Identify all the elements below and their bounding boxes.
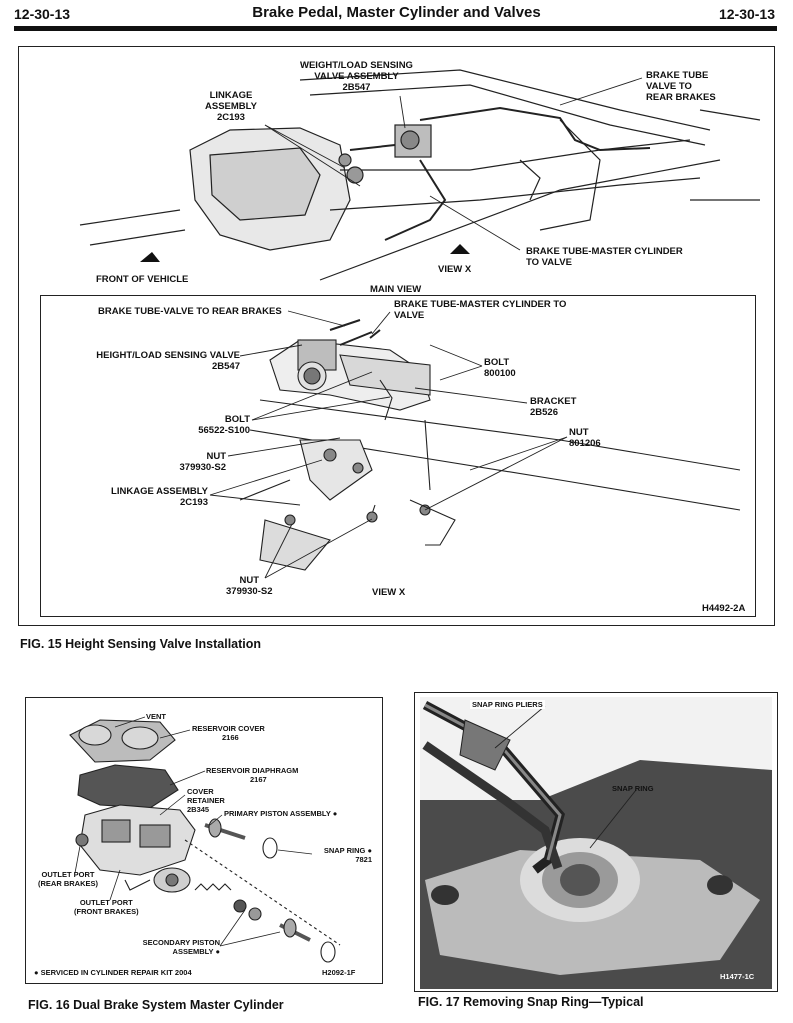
label-line: (FRONT BRAKES) [74,907,139,916]
label-cover-retainer: COVER RETAINER 2B345 [187,787,225,814]
label-line: HEIGHT/LOAD SENSING VALVE [96,350,240,361]
label-line: RETAINER [187,796,225,805]
label-brake-tube-rear-main: BRAKE TUBE VALVE TO REAR BRAKES [646,70,716,103]
label-bolt-800100: BOLT 800100 [484,357,516,379]
label-line: VALVE TO [646,81,692,92]
label-line: 2B345 [187,805,210,814]
label-line: BRAKE TUBE-MASTER CYLINDER [526,246,683,257]
fig16-frame [25,697,383,984]
fig15-view-x-frame [40,295,756,617]
label-line: OUTLET PORT [79,898,133,907]
fig17-photo [420,697,772,989]
label-line: SNAP RING ● [323,846,372,855]
label-brake-tube-rear-viewx: BRAKE TUBE-VALVE TO REAR BRAKES [98,306,282,317]
label-line: ASSEMBLY [205,101,257,112]
label-linkage-viewx: LINKAGE ASSEMBLY 2C193 [100,486,208,508]
label-line: NUT [239,575,259,586]
label-secondary-piston: SECONDARY PISTON ASSEMBLY ● [110,938,220,956]
label-reservoir-diaphragm: RESERVOIR DIAPHRAGM 2167 [206,766,298,784]
view-x-leaders [209,310,568,579]
label-linkage-main: LINKAGE ASSEMBLY 2C193 [205,90,257,123]
label-outlet-rear: OUTLET PORT (REAR BRAKES) [38,870,98,888]
label-line: LINKAGE ASSEMBLY [111,486,208,497]
label-brake-tube-master-viewx: BRAKE TUBE-MASTER CYLINDER TO VALVE [394,299,566,321]
page-number-left: 12-30-13 [14,6,71,22]
label-outlet-front: OUTLET PORT (FRONT BRAKES) [74,898,139,916]
label-snap-ring-fig16: SNAP RING ● 7821 [300,846,372,864]
label-line: 2C193 [180,497,208,508]
label-line: 56522-S100 [198,425,250,436]
label-weight-sensing-valve: WEIGHT/LOAD SENSING VALVE ASSEMBLY 2B547 [300,60,413,93]
label-line: 2166 [222,733,239,742]
label-line: ASSEMBLY ● [172,947,220,956]
label-line: WEIGHT/LOAD SENSING [300,60,413,71]
label-view-x-main: VIEW X [438,264,472,275]
label-bracket: BRACKET 2B526 [530,396,576,418]
label-line: NUT [206,451,226,462]
label-line: 2C193 [216,112,245,123]
label-line: REAR BRAKES [646,92,716,103]
fig15-caption: FIG. 15 Height Sensing Valve Installatio… [20,637,262,651]
label-line: LINKAGE [209,90,253,101]
label-line: 2167 [250,775,267,784]
label-line: NUT [569,427,589,438]
fig17-code: H1477-1C [720,972,755,981]
fig16-drawing [69,719,341,963]
label-line: 801206 [569,438,601,449]
label-line: (REAR BRAKES) [38,879,98,888]
label-line: 2B547 [212,361,240,372]
main-view-leaders [264,77,643,251]
label-snap-ring-pliers: SNAP RING PLIERS [470,700,545,709]
fig16-leaders [74,716,313,947]
main-view-title: MAIN VIEW [370,284,422,295]
label-line: OUTLET PORT [41,870,95,879]
label-line: BOLT [484,357,510,368]
page-number-right: 12-30-13 [718,6,775,22]
label-vent: VENT [146,712,167,721]
header-rule [14,26,777,31]
fig15-frame [18,46,775,626]
label-nut-379930-bottom: NUT 379930-S2 [226,575,272,597]
label-brake-tube-master-main: BRAKE TUBE-MASTER CYLINDER TO VALVE [526,246,683,268]
label-reservoir-cover: RESERVOIR COVER 2166 [192,724,265,742]
fig17-caption: FIG. 17 Removing Snap Ring—Typical [418,995,644,1009]
label-height-sensing-valve: HEIGHT/LOAD SENSING VALVE 2B547 [86,350,240,372]
label-line: VALVE ASSEMBLY [314,71,399,82]
label-line: BRACKET [530,396,577,407]
label-nut-379930-top: NUT 379930-S2 [160,451,226,473]
label-line: TO VALVE [526,257,572,268]
label-nut-801206: NUT 801206 [569,427,601,449]
label-line: BRAKE TUBE [646,70,709,81]
label-line: 800100 [484,368,516,379]
label-line: 7821 [355,855,372,864]
label-line: 379930-S2 [179,462,226,473]
label-line: COVER [187,787,214,796]
label-line: BOLT [224,414,250,425]
front-arrow-icon [140,252,160,262]
view-x-arrow-icon [450,244,470,254]
page-header: 12-30-13 Brake Pedal, Master Cylinder an… [0,0,793,34]
label-line: RESERVOIR DIAPHRAGM [206,766,299,775]
label-line: 2B547 [342,82,371,93]
label-line: RESERVOIR COVER [192,724,265,733]
label-line: BRAKE TUBE-MASTER CYLINDER TO [394,299,567,310]
label-front-of-vehicle: FRONT OF VEHICLE [96,274,189,285]
label-line: 2B526 [530,407,558,418]
fig17-frame [414,692,778,992]
page-title: Brake Pedal, Master Cylinder and Valves [252,4,541,21]
label-bolt-56522: BOLT 56522-S100 [180,414,250,436]
view-x-title: VIEW X [372,587,406,598]
label-line: VALVE [394,310,425,321]
label-line: SECONDARY PISTON [142,938,220,947]
view-x-drawing [239,319,741,571]
label-primary-piston: PRIMARY PISTON ASSEMBLY ● [224,809,338,818]
fig16-caption: FIG. 16 Dual Brake System Master Cylinde… [28,998,284,1012]
label-serviced-note: ● SERVICED IN CYLINDER REPAIR KIT 2004 [34,968,192,977]
fig16-code: H2092-1F [322,968,356,977]
label-snap-ring-fig17: SNAP RING [612,784,654,793]
fig15-code: H4492-2A [702,603,746,614]
label-line: 379930-S2 [226,586,273,597]
